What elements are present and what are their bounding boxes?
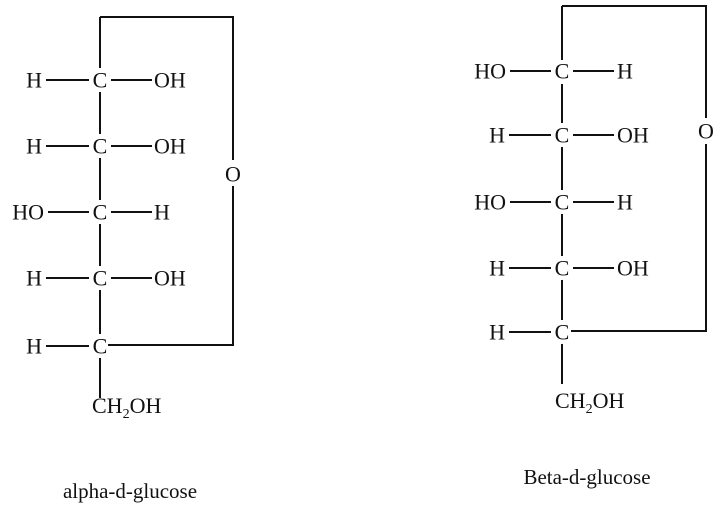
alpha-row1-left-group: H xyxy=(26,68,42,93)
alpha-row4-right-group: OH xyxy=(154,266,186,291)
beta-row1-left-group: HO xyxy=(474,59,506,84)
alpha-row4-left-group: H xyxy=(26,266,42,291)
beta-ring-bond-bottom xyxy=(571,144,707,332)
alpha-row1-right-group: OH xyxy=(154,68,186,93)
alpha-row2-carbon: C xyxy=(93,134,108,159)
alpha-ring-oxygen: O xyxy=(225,162,241,187)
alpha-ring-bond-top xyxy=(100,16,234,160)
beta-row3-right-group: H xyxy=(617,190,633,215)
beta-row4-carbon: C xyxy=(555,256,570,281)
beta-row3-carbon: C xyxy=(555,190,570,215)
beta-row1-carbon: C xyxy=(555,59,570,84)
alpha-row4-carbon: C xyxy=(93,266,108,291)
beta-ring-bond-top xyxy=(562,5,707,118)
beta-caption: Beta-d-glucose xyxy=(523,465,650,489)
alpha-row3-right-group: H xyxy=(154,200,170,225)
beta-row2-carbon: C xyxy=(555,123,570,148)
beta-glucose-structure: O HO C H H C OH HO C H H C OH H C CH2OH xyxy=(474,5,714,489)
beta-row4-right-group: OH xyxy=(617,256,649,281)
alpha-caption: alpha-d-glucose xyxy=(63,479,197,503)
beta-row4-left-group: H xyxy=(489,256,505,281)
alpha-row2-left-group: H xyxy=(26,134,42,159)
beta-row5-left-group: H xyxy=(489,320,505,345)
alpha-glucose-structure: O H C OH H C OH HO C H H C OH H C CH2OH xyxy=(12,16,241,503)
beta-row2-left-group: H xyxy=(489,123,505,148)
alpha-ring-bond-bottom xyxy=(108,186,234,346)
beta-row1-right-group: H xyxy=(617,59,633,84)
alpha-row1-carbon: C xyxy=(93,68,108,93)
beta-terminal-group: CH2OH xyxy=(555,388,624,417)
beta-row3-left-group: HO xyxy=(474,190,506,215)
alpha-row5-left-group: H xyxy=(26,334,42,359)
alpha-row2-right-group: OH xyxy=(154,134,186,159)
alpha-terminal-group: CH2OH xyxy=(92,393,161,422)
alpha-row3-left-group: HO xyxy=(12,200,44,225)
alpha-row5-carbon: C xyxy=(93,334,108,359)
beta-row2-right-group: OH xyxy=(617,123,649,148)
alpha-row3-carbon: C xyxy=(93,200,108,225)
beta-row5-carbon: C xyxy=(555,320,570,345)
beta-ring-oxygen: O xyxy=(698,119,714,144)
